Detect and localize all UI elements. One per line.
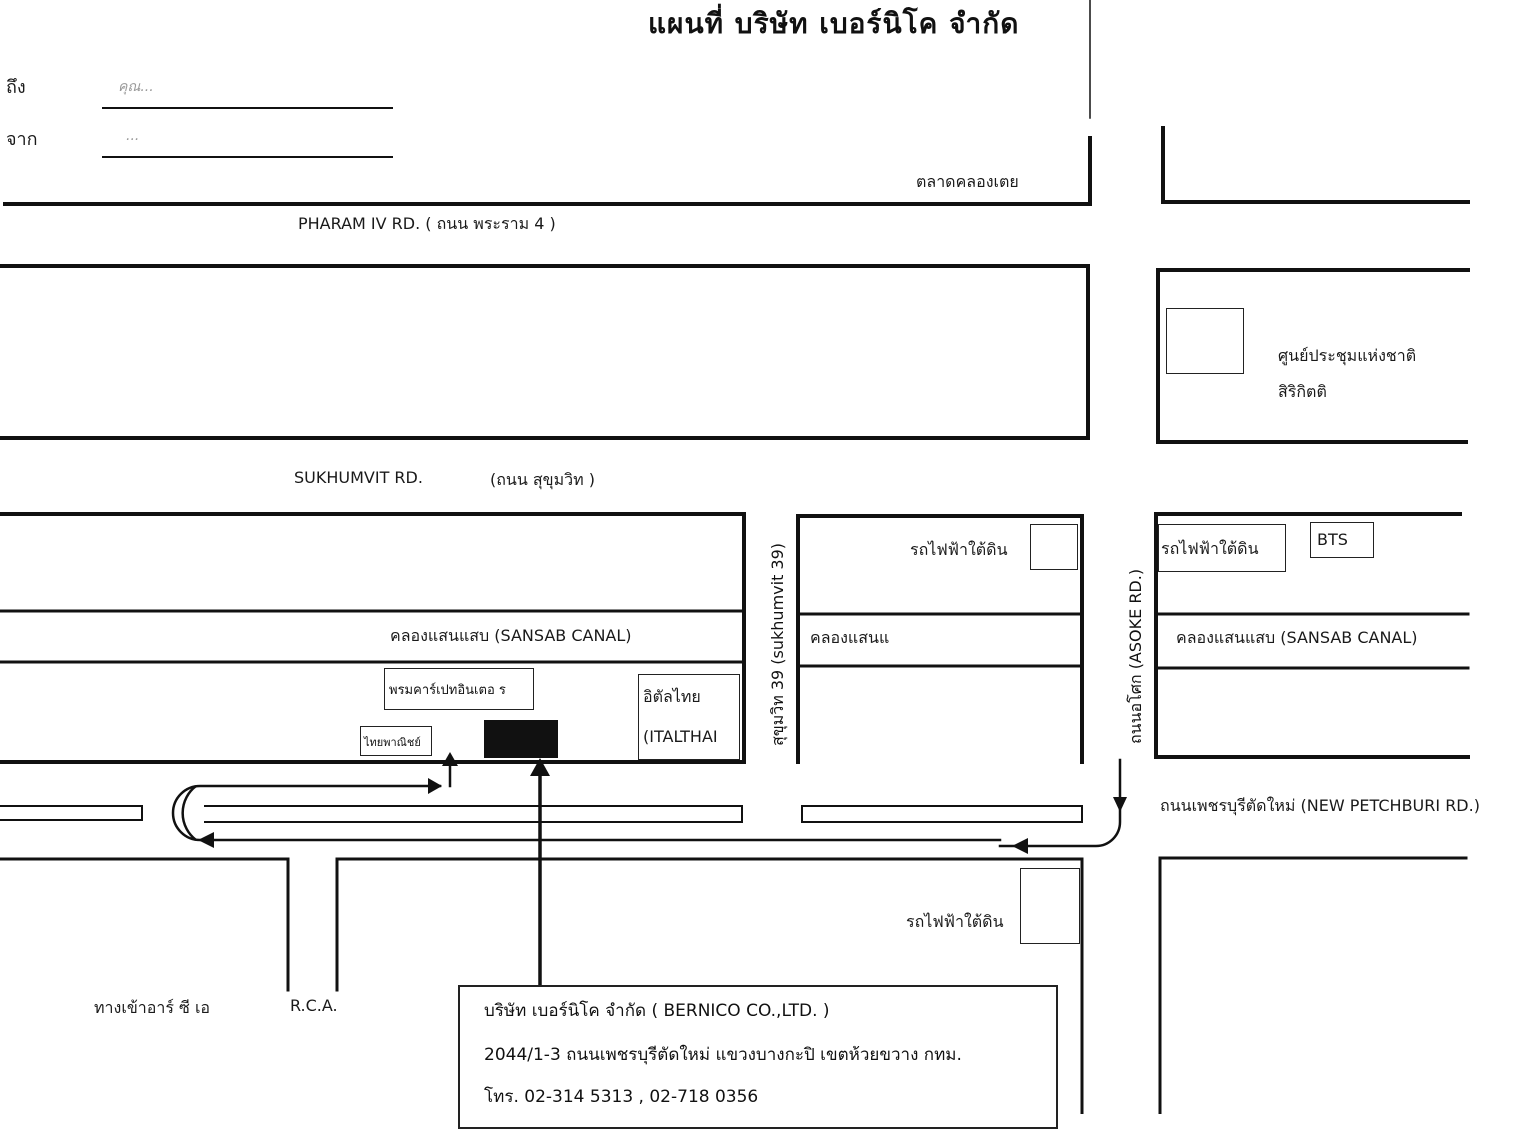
petchburi-road-label: ถนนเพชรบุรีตัดใหม่ (NEW PETCHBURI RD.) [1160,796,1480,815]
qsncc-label-1: ศูนย์ประชุมแห่งชาติ [1278,346,1417,365]
qsncc-building [1166,308,1244,374]
mrt-label-3: รถไฟฟ้าใต้ดิน [906,912,1004,931]
company-phone: โทร. 02-314 5313 , 02-718 0356 [484,1087,759,1107]
italthai-label-th: อิตัลไทย [643,687,701,706]
company-name: บริษัท เบอร์นิโค จำกัด ( BERNICO CO.,LTD… [484,1001,830,1021]
rama4-road-label: PHARAM IV RD. ( ถนน พระราม 4 ) [298,214,556,233]
thaipanit-building: ไทยพาณิชย์ [360,726,432,756]
qsncc-label-2: สิริกิตติ [1278,382,1327,401]
italthai-label-en: (ITALTHAI [643,727,718,746]
from-value: ... [126,128,140,144]
bts-label: BTS [1317,530,1348,549]
mrt-label-2: รถไฟฟ้าใต้ดิน [1161,539,1259,558]
canal-label-mid: คลองแสนแ [810,628,890,647]
asoke-road-label: ถนนอโศก (ASOKE RD.) [1126,568,1145,744]
prommart-label: พรมคาร์เปทอินเตอ ร [389,683,506,698]
page-title: แผนที่ บริษัท เบอร์นิโค จำกัด [648,7,1020,40]
mrt-station-1 [1030,524,1078,570]
mrt-station-2: รถไฟฟ้าใต้ดิน [1158,524,1286,572]
italthai-building: อิตัลไทย (ITALTHAI [638,674,740,760]
mrt-station-3 [1020,868,1080,944]
to-label: ถึง [6,77,26,98]
prommart-building: พรมคาร์เปทอินเตอ ร [384,668,534,710]
mrt-label-1: รถไฟฟ้าใต้ดิน [910,540,1008,559]
bts-station: BTS [1310,522,1374,558]
sukhumvit-road-label: SUKHUMVIT RD. [294,468,423,487]
canal-label-right: คลองแสนแสบ (SANSAB CANAL) [1176,628,1418,647]
from-label: จาก [6,129,38,150]
thaipanit-label: ไทยพาณิชย์ [364,736,421,749]
rca-label: R.C.A. [290,996,338,1015]
soi39-road-label: สุขุมวิท 39 (sukhumvit 39) [768,542,787,746]
canal-label-left: คลองแสนแสบ (SANSAB CANAL) [390,626,632,645]
sukhumvit-road-label-th: (ถนน สุขุมวิท ) [490,470,595,489]
to-value: คุณ... [118,79,154,95]
company-info-box: บริษัท เบอร์นิโค จำกัด ( BERNICO CO.,LTD… [458,985,1058,1129]
company-address: 2044/1-3 ถนนเพชรบุรีตัดใหม่ แขวงบางกะปิ … [484,1045,962,1065]
khlongtoei-market-label: ตลาดคลองเตย [916,172,1019,191]
rca-entrance-label: ทางเข้าอาร์ ซี เอ [94,998,211,1017]
